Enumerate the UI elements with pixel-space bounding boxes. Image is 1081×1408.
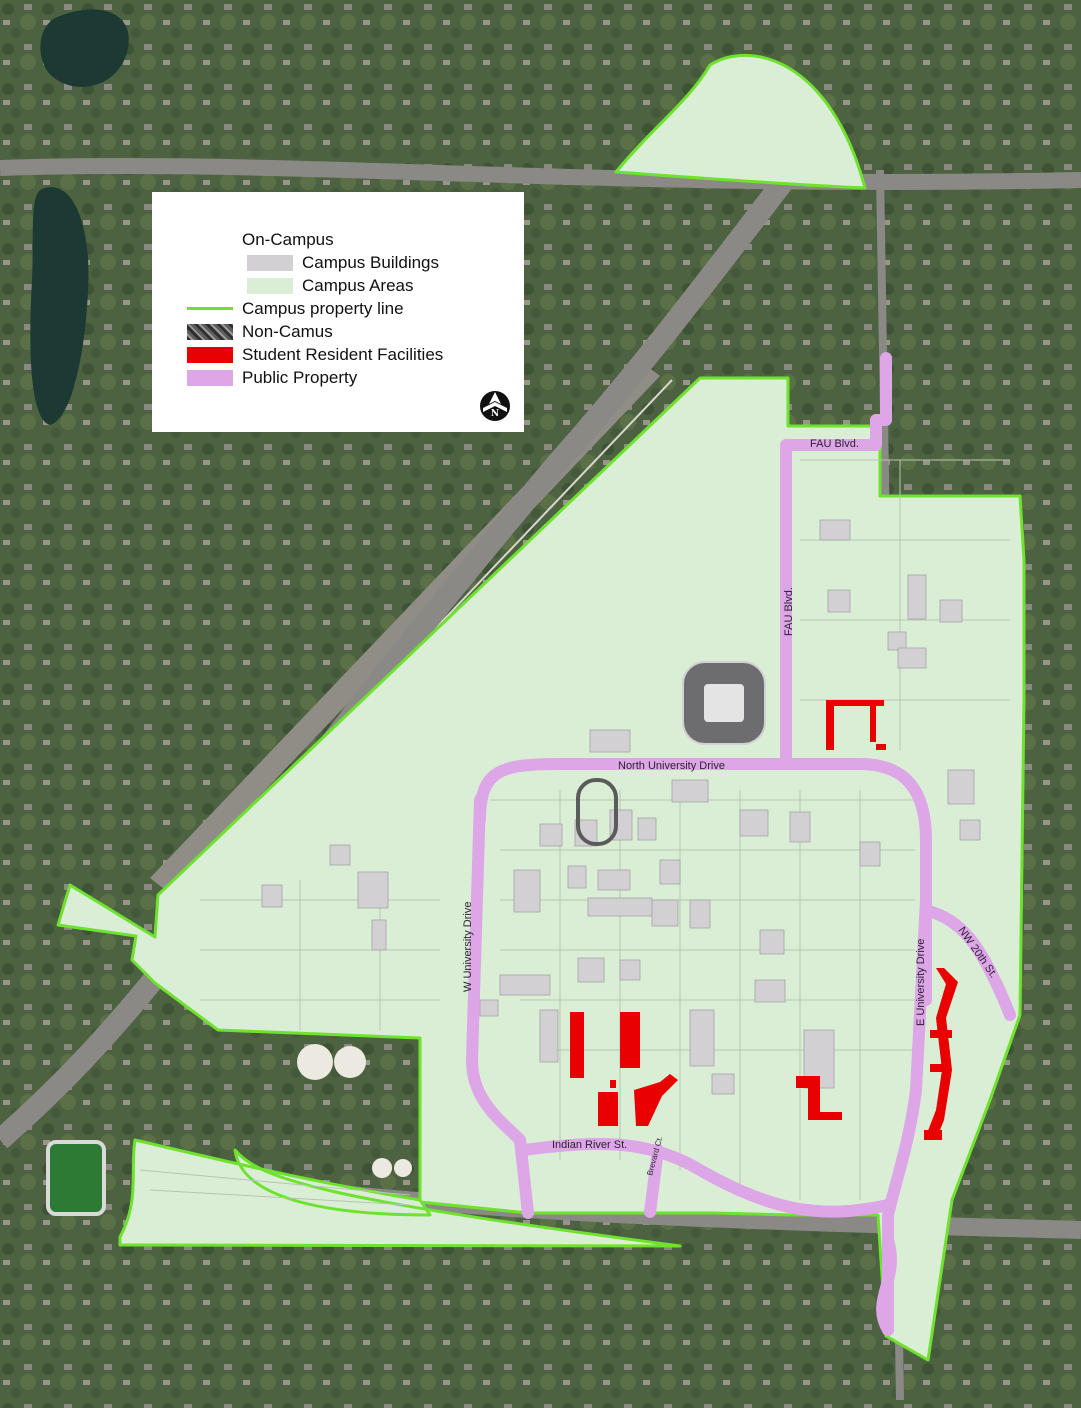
legend-item: Public Property [187, 366, 524, 389]
residence-hall [796, 1076, 842, 1120]
residence-hall [924, 1130, 942, 1140]
running-track [576, 778, 618, 846]
legend-swatch [187, 323, 233, 340]
legend-swatch [187, 346, 233, 363]
legend-swatch [247, 277, 293, 294]
legend-label: Public Property [242, 367, 358, 387]
tank [334, 1046, 366, 1078]
tank [394, 1159, 412, 1177]
tank [297, 1044, 333, 1080]
campus-area-south [118, 1138, 682, 1248]
north-arrow-letter: N [491, 409, 499, 419]
stadium-campus [682, 661, 766, 745]
lake-west [30, 187, 89, 425]
public-property-roads [466, 352, 1016, 1336]
residence-hall [610, 1080, 616, 1088]
road-label-fau-blvd-north: FAU Blvd. [810, 438, 859, 450]
legend-item: Campus property line [187, 297, 524, 320]
road-fau-blvd [780, 352, 892, 770]
legend-item: Campus Areas [242, 274, 524, 297]
legend-swatch [247, 254, 293, 271]
legend-label: Campus Areas [302, 275, 414, 295]
road-label-w-university-drive: W University Drive [462, 902, 474, 992]
road-indian-river-st [518, 1138, 894, 1218]
road-label-north-university-drive: North University Drive [618, 760, 725, 772]
legend-label: Non-Camus [242, 321, 333, 341]
campus-area-north [614, 53, 867, 190]
stadium-southwest [46, 1140, 106, 1216]
residence-hall [620, 1012, 640, 1068]
campus-buildings [261, 519, 981, 1095]
legend-swatch [187, 307, 233, 310]
residence-hall [570, 1012, 584, 1078]
residence-hall [634, 1074, 678, 1126]
legend-label: Campus property line [242, 298, 404, 318]
legend-item: Campus Buildings [242, 251, 524, 274]
road-label-fau-blvd-west: FAU Blvd. [783, 587, 795, 636]
road-north-university-drive [474, 758, 932, 1006]
tank [372, 1158, 392, 1178]
road-nw-20th-st [920, 904, 1016, 1021]
residence-hall [930, 1064, 950, 1072]
legend-label: Student Resident Facilities [242, 344, 444, 364]
legend-swatch [187, 369, 233, 386]
student-resident-facilities [570, 700, 958, 1140]
residence-north [826, 700, 886, 750]
lake-north [40, 9, 129, 87]
legend-label: Campus Buildings [302, 252, 440, 272]
road-south-spur [876, 1234, 897, 1336]
legend-heading: On-Campus [242, 230, 334, 249]
road-label-indian-river-st: Indian River St. [552, 1139, 627, 1151]
road-label-e-university-drive: E University Drive [915, 939, 927, 1026]
road-brevard-ct [644, 1144, 664, 1218]
residence-east-row [926, 968, 958, 1140]
residence-hall [930, 1030, 952, 1038]
road-w-university-drive [466, 794, 534, 1219]
legend-item: Non-Camus [187, 320, 524, 343]
legend-item: Student Resident Facilities [187, 343, 524, 366]
residence-hall [598, 1092, 618, 1126]
north-arrow-icon: N [478, 389, 512, 423]
